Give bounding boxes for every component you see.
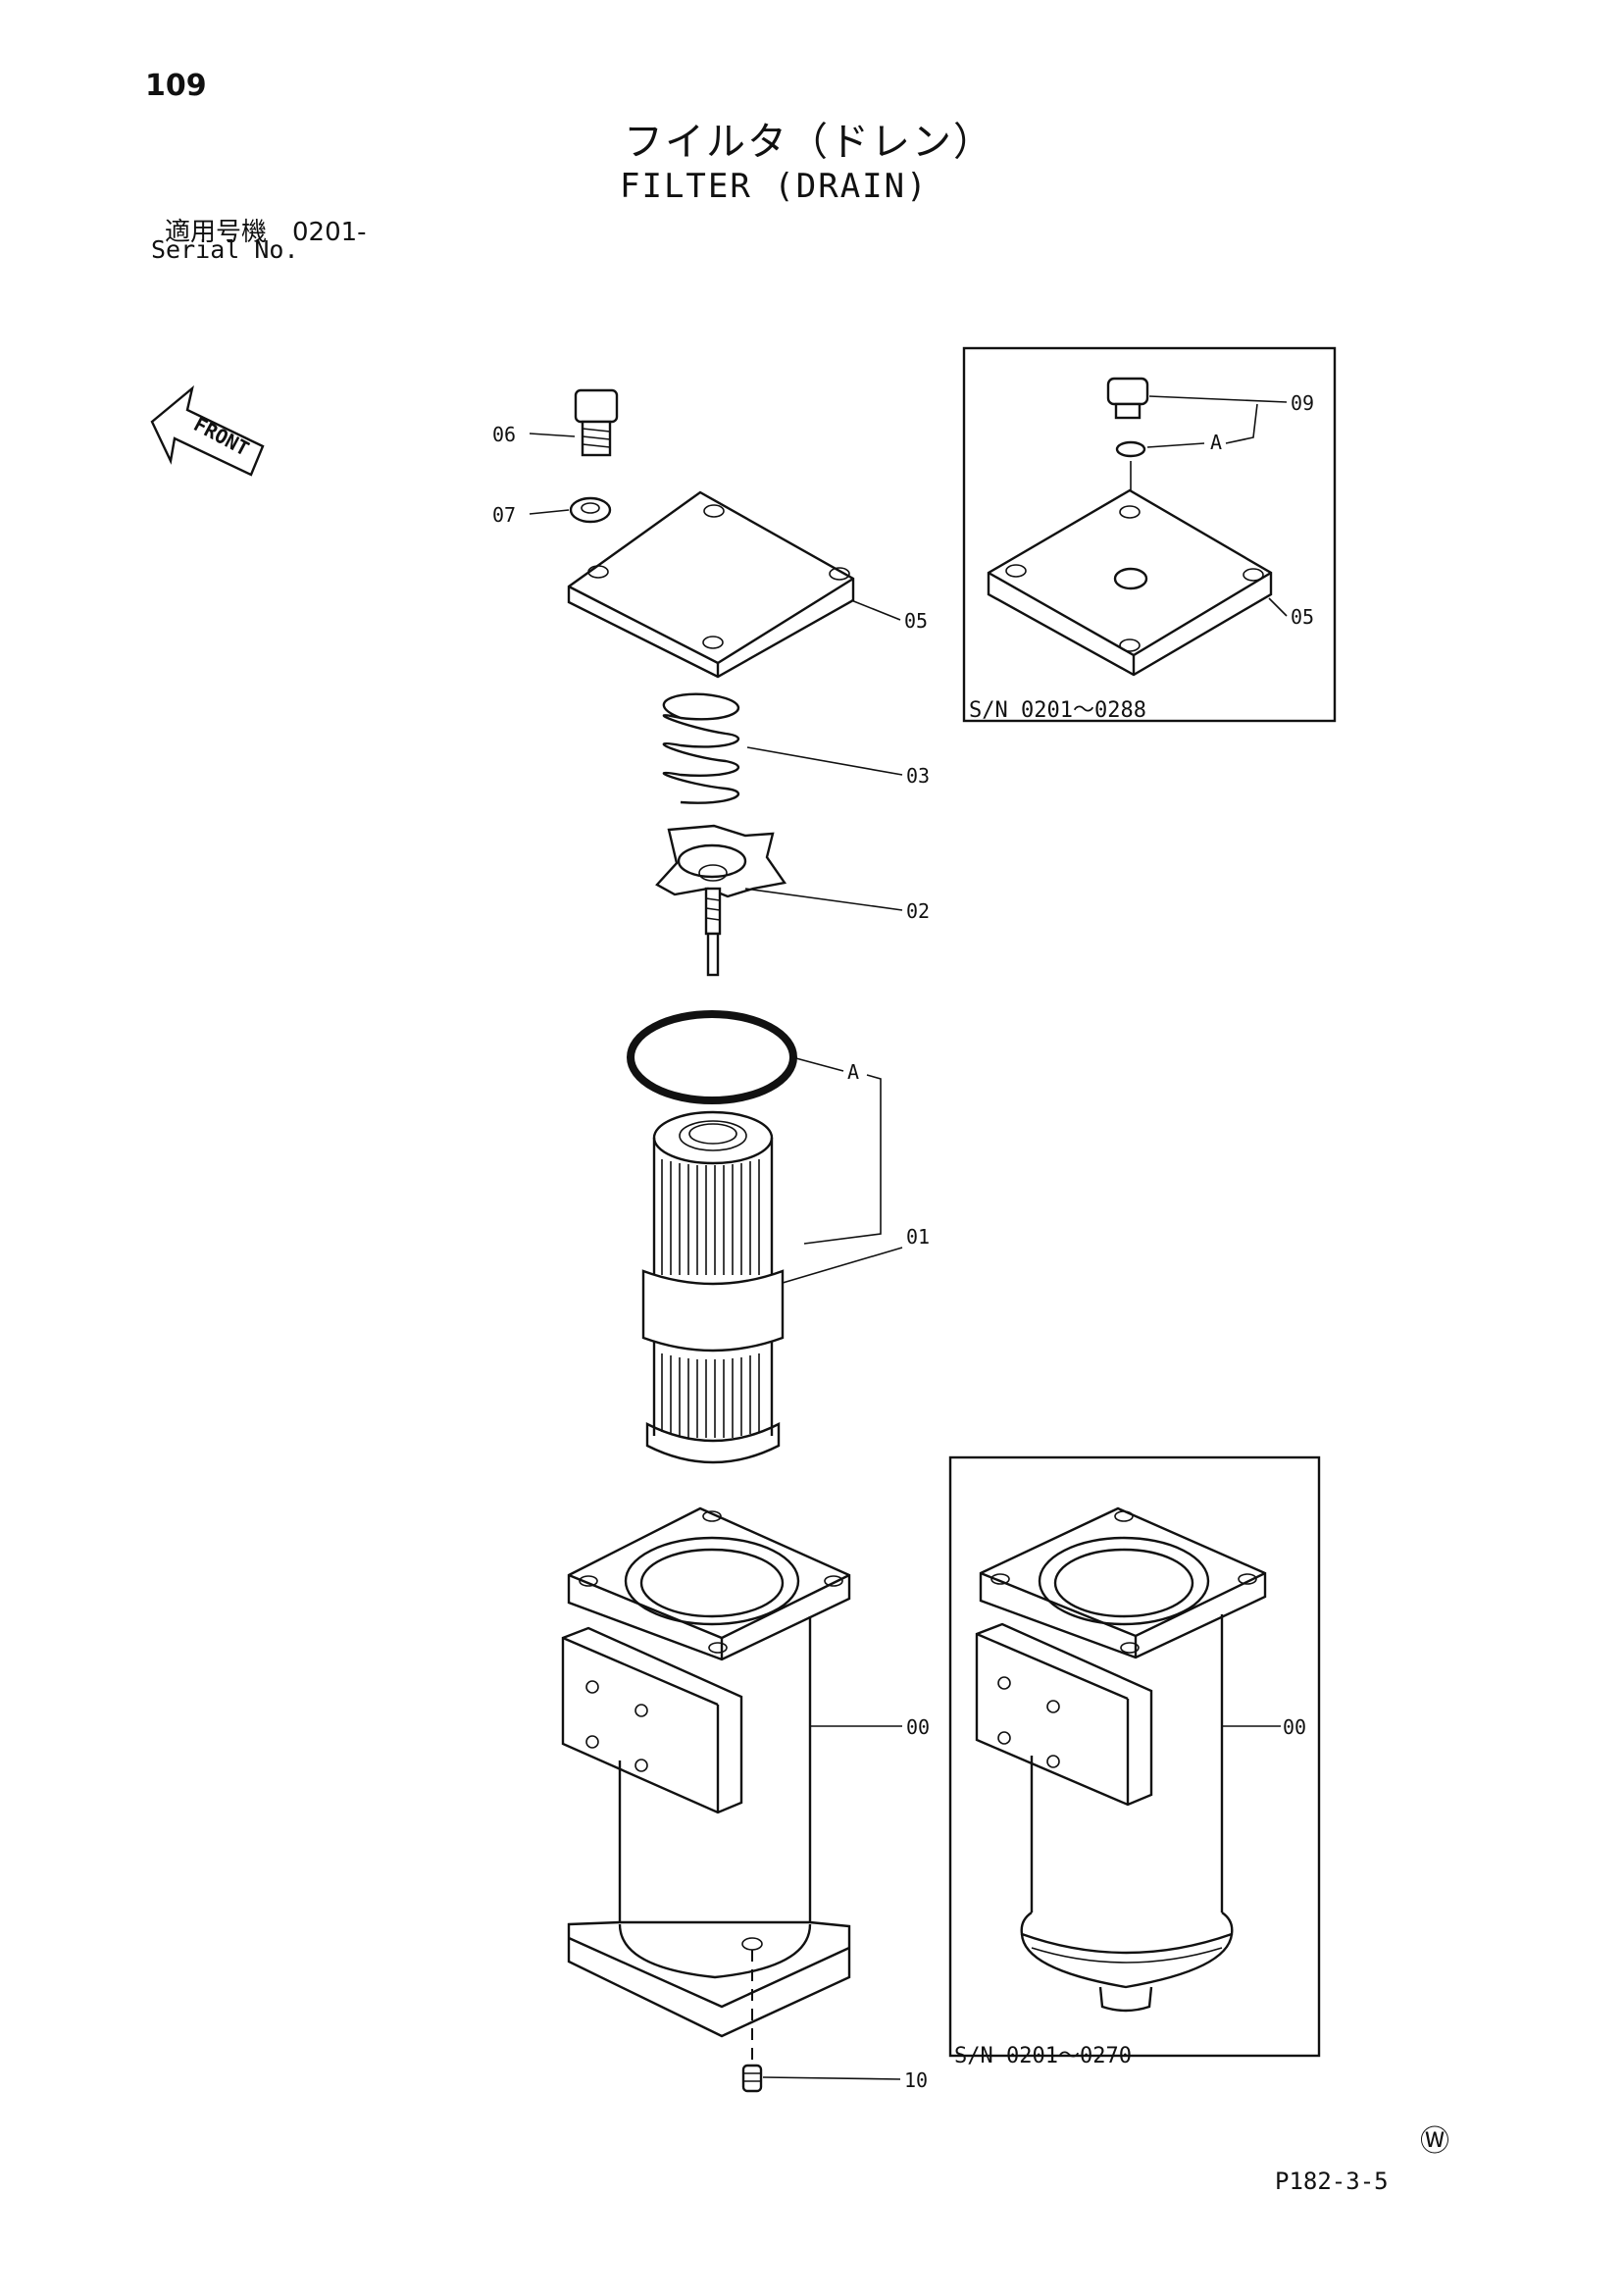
- callout-01: 01: [906, 1225, 930, 1249]
- callout-00: 00: [906, 1715, 930, 1739]
- spring-part-03: [662, 692, 903, 804]
- drain-plug-part-10: [741, 2064, 901, 2093]
- w-mark-icon: Ⓦ: [1420, 2124, 1449, 2159]
- front-label: FRONT: [190, 412, 253, 460]
- filter-housing-part-00: [561, 1506, 902, 2067]
- callout-a: A: [847, 1060, 859, 1084]
- bolt-part-06: [529, 388, 619, 457]
- inset1-callout-05: 05: [1291, 605, 1314, 629]
- inset-box-cover-early-serials: [962, 346, 1337, 723]
- callout-06: 06: [492, 423, 516, 446]
- page-title: FILTER (DRAIN): [620, 167, 929, 206]
- inset2-serial-range: S/N 0201～0270: [954, 2044, 1132, 2068]
- callout-10: 10: [904, 2068, 928, 2092]
- valve-part-02: [655, 824, 903, 977]
- inset-box-housing-early-serials: [948, 1455, 1321, 2058]
- callout-07: 07: [492, 503, 516, 527]
- page-number: 109: [145, 69, 207, 103]
- front-arrow-icon: FRONT: [150, 384, 265, 477]
- washer-part-07: [529, 496, 612, 524]
- figure-code: P182-3-5: [1275, 2168, 1389, 2195]
- callout-02: 02: [906, 899, 930, 923]
- filter-element-part-01: [641, 1110, 903, 1464]
- serial-number-japanese: 適用号機 0201-: [165, 218, 367, 247]
- serial-number-label: Serial No.: [151, 235, 299, 264]
- inset1-callout-a: A: [1210, 431, 1222, 454]
- inset1-serial-range: S/N 0201～0288: [969, 698, 1146, 723]
- inset2-callout-00: 00: [1283, 1715, 1306, 1739]
- page-title-japanese: フイルタ（ドレン）: [624, 120, 994, 165]
- cover-plate-part-05: [567, 490, 901, 679]
- o-ring-part-a: [627, 1010, 882, 1245]
- inset1-callout-09: 09: [1291, 391, 1314, 415]
- callout-03: 03: [906, 764, 930, 788]
- callout-05: 05: [904, 609, 928, 633]
